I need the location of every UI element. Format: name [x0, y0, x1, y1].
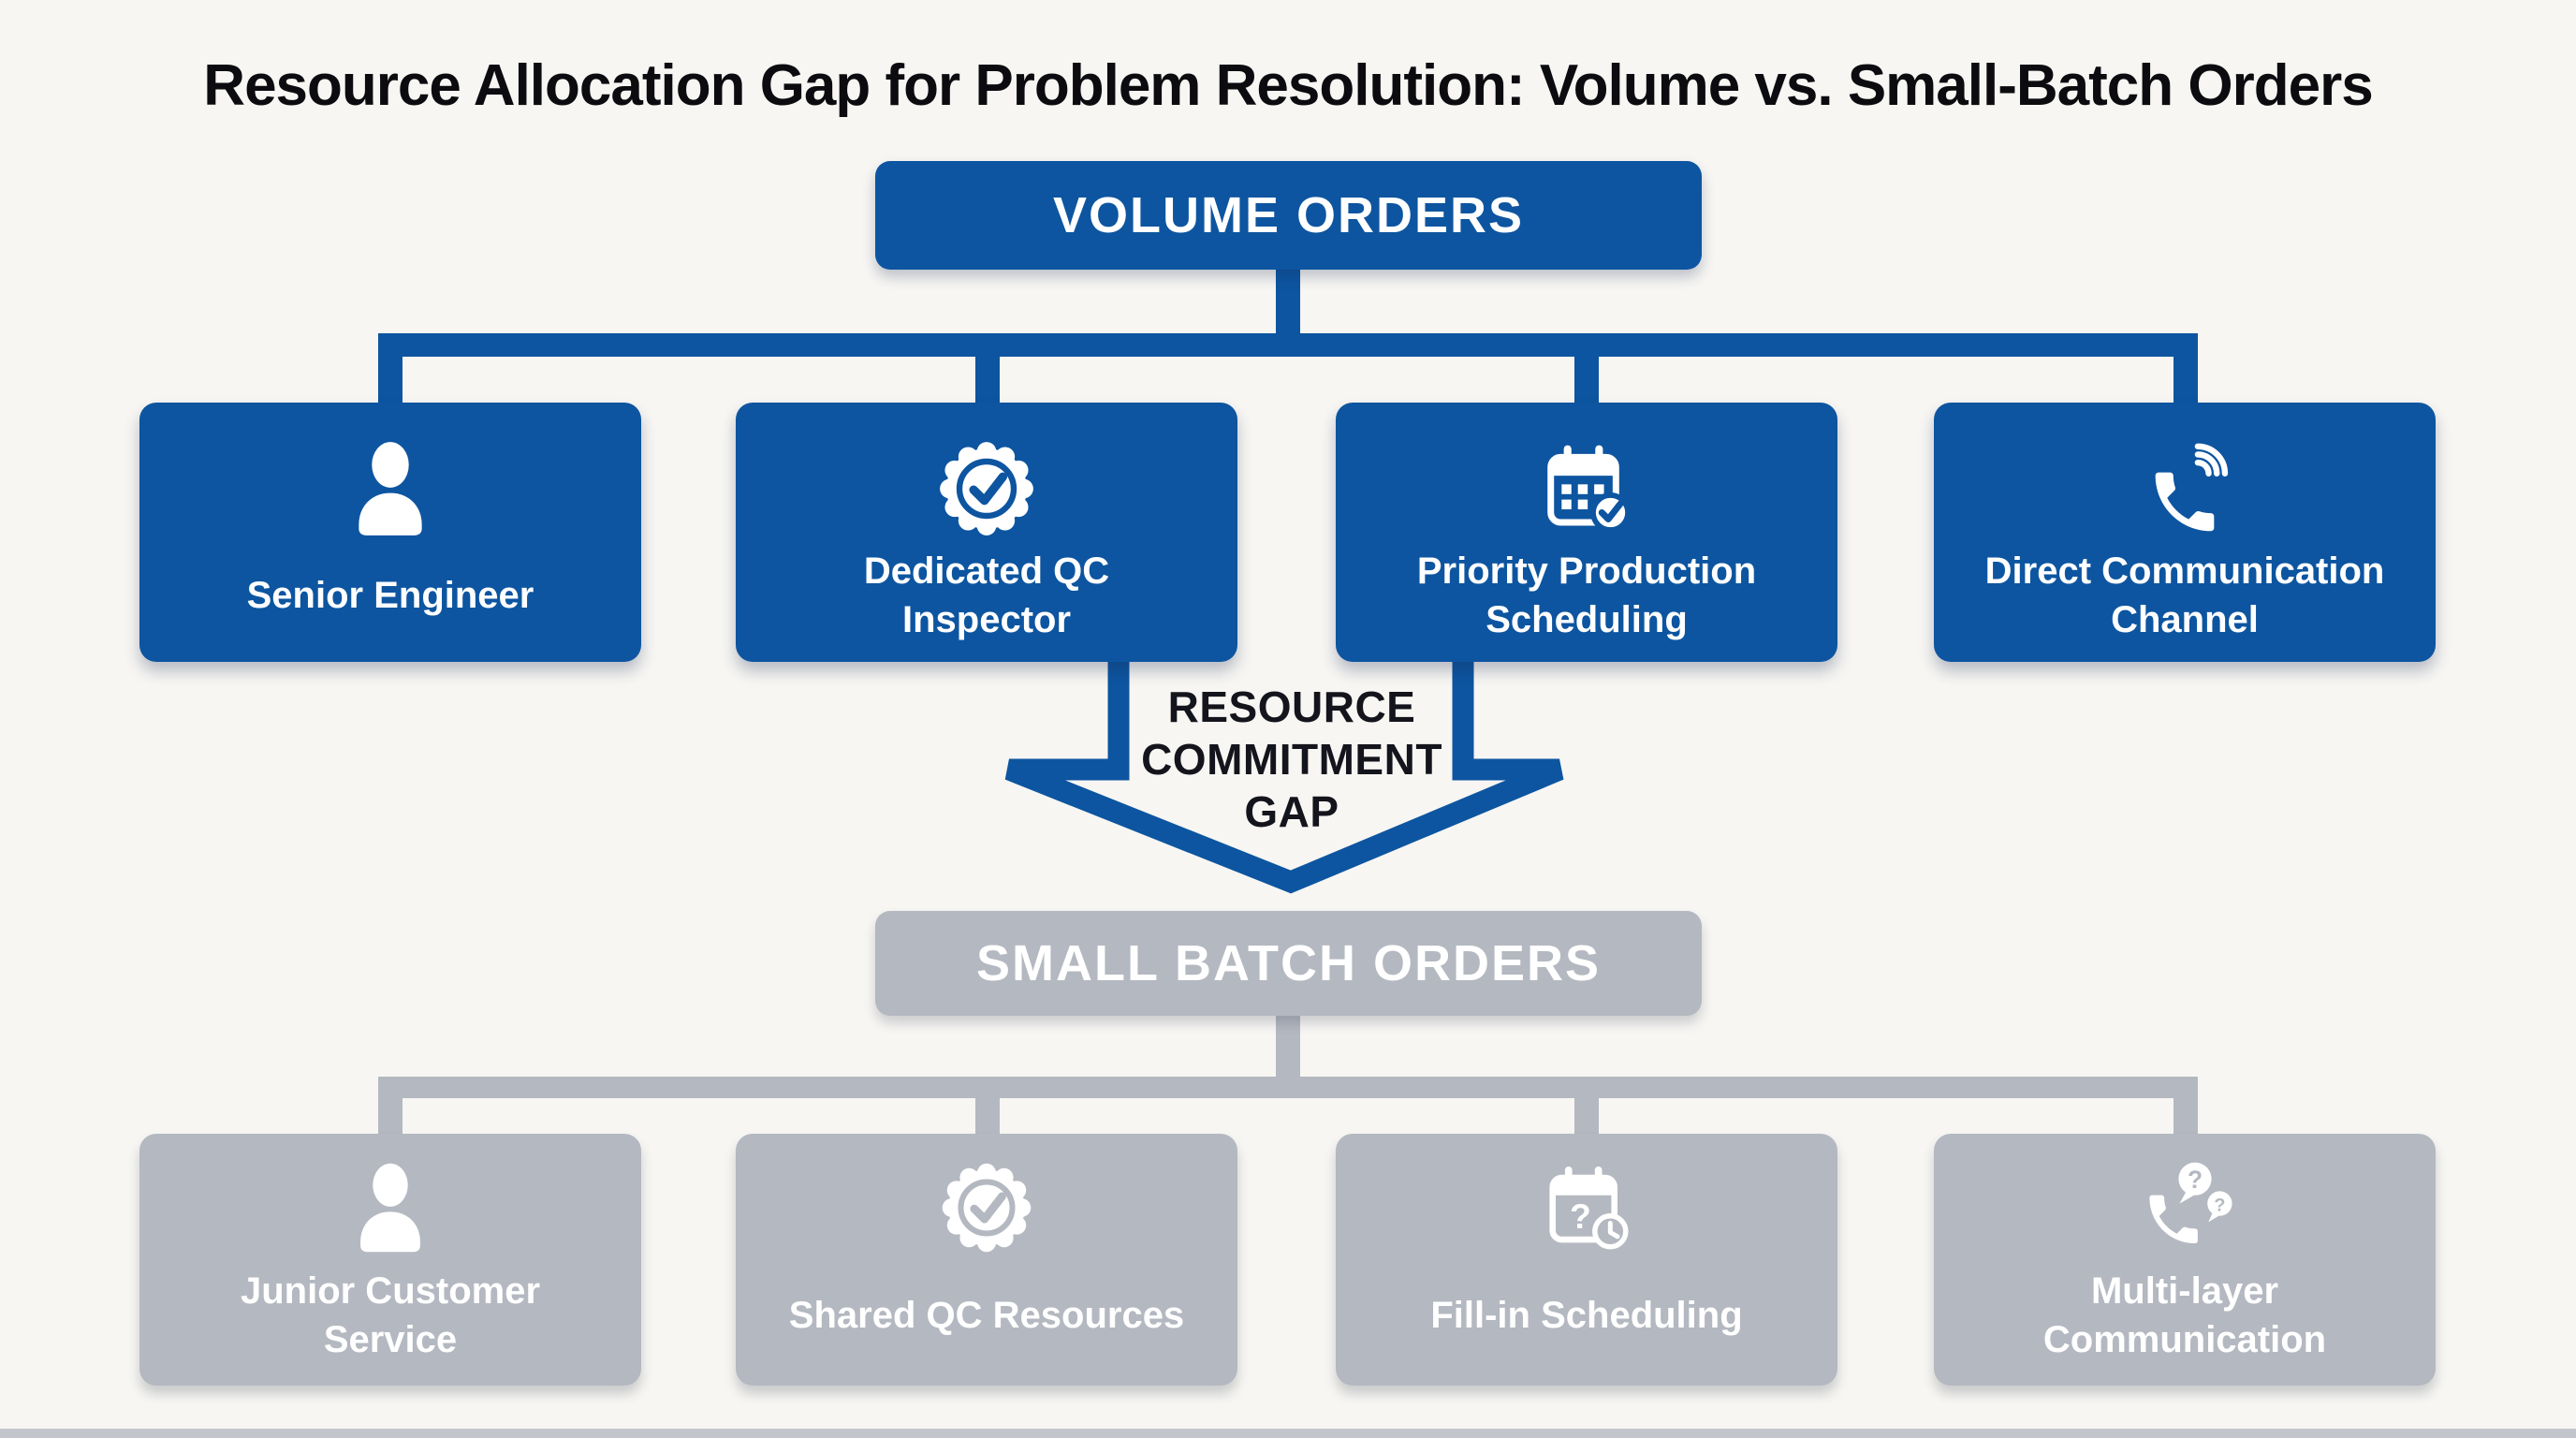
gap-down-arrow-icon	[1004, 662, 1564, 894]
person-icon	[360, 1163, 420, 1253]
connector-smallbatch-drop-4	[2174, 1096, 2198, 1136]
connector-smallbatch-hbar	[378, 1077, 2198, 1098]
node-label: Junior Customer Service	[240, 1270, 541, 1360]
connector-volume-drop-1	[378, 355, 402, 404]
calendar-question-clock-icon: ?	[1549, 1167, 1629, 1250]
node-label: Priority Production Scheduling	[1416, 550, 1757, 640]
calendar-check-icon	[1547, 445, 1631, 533]
node-fill-in-scheduling: ? Fill-in Scheduling	[1336, 1134, 1837, 1386]
connector-volume-hbar	[378, 333, 2198, 357]
node-label: Shared QC Resources	[788, 1294, 1185, 1336]
connector-volume-drop-4	[2174, 355, 2198, 404]
volume-orders-header: VOLUME ORDERS	[875, 161, 1702, 270]
small-batch-orders-header: SMALL BATCH ORDERS	[875, 911, 1702, 1016]
qc-badge-check-icon	[942, 1163, 1032, 1253]
person-icon	[359, 442, 422, 536]
node-priority-production-scheduling: Priority Production Scheduling	[1336, 403, 1837, 662]
node-direct-communication-channel: Direct Communication Channel	[1934, 403, 2436, 662]
connector-volume-drop-2	[975, 355, 1000, 404]
volume-orders-header-label: VOLUME ORDERS	[1052, 187, 1525, 243]
node-label: Dedicated QC Inspector	[863, 550, 1110, 640]
question-mark-glyph: ?	[1570, 1196, 1591, 1236]
qc-badge-check-icon	[940, 442, 1033, 536]
node-shared-qc-resources: Shared QC Resources	[736, 1134, 1237, 1386]
node-dedicated-qc-inspector: Dedicated QC Inspector	[736, 403, 1237, 662]
node-junior-customer-service: Junior Customer Service	[139, 1134, 641, 1386]
phone-waves-icon	[2155, 443, 2229, 532]
resource-commitment-gap-label: RESOURCE COMMITMENT GAP	[1141, 682, 1442, 836]
connector-smallbatch-drop-3	[1574, 1096, 1599, 1136]
node-label: Senior Engineer	[246, 574, 534, 616]
node-multi-layer-communication: ? ? Multi-layer Communication	[1934, 1134, 2436, 1386]
connector-volume-stub	[1276, 268, 1300, 335]
connector-smallbatch-stub	[1276, 1014, 1300, 1078]
node-senior-engineer: Senior Engineer	[139, 403, 641, 662]
page-title: Resource Allocation Gap for Problem Reso…	[203, 53, 2373, 118]
connector-smallbatch-drop-1	[378, 1096, 402, 1136]
bottom-edge-strip	[0, 1429, 2576, 1438]
node-label: Fill-in Scheduling	[1430, 1294, 1743, 1336]
small-batch-orders-header-label: SMALL BATCH ORDERS	[976, 935, 1601, 991]
connector-smallbatch-drop-2	[975, 1096, 1000, 1136]
node-label: Multi-layer Communication	[2042, 1270, 2327, 1360]
node-label: Direct Communication Channel	[1984, 550, 2385, 640]
question-mark-glyph: ?	[2214, 1195, 2225, 1215]
question-mark-glyph: ?	[2188, 1166, 2203, 1194]
connector-volume-drop-3	[1574, 355, 1599, 404]
phone-question-bubbles-icon: ? ?	[2149, 1162, 2232, 1244]
